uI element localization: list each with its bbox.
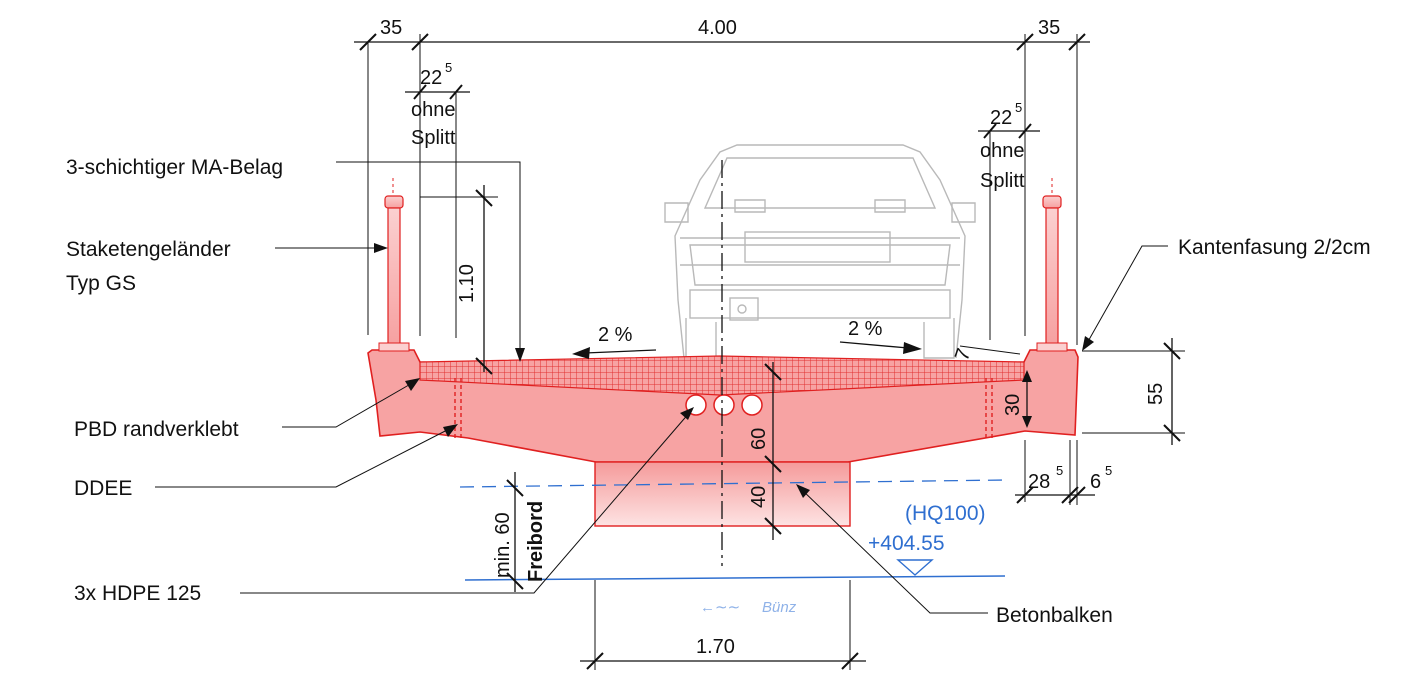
dim-deck-depth: 55: [1145, 383, 1167, 405]
label-ddee: DDEE: [74, 477, 132, 500]
slope-left: 2 %: [598, 324, 633, 346]
freeboard-label: Freibord: [525, 501, 547, 582]
setback-left-dimension: [405, 84, 470, 338]
label-gelaender-line1: Staketengeländer: [66, 238, 231, 261]
dim-cap-width: 28: [1028, 471, 1050, 493]
dim-edge-width: 6: [1090, 471, 1101, 493]
callout-leaders: [155, 161, 1168, 614]
label-betonbalken: Betonbalken: [996, 604, 1113, 627]
label-hdpe: 3x HDPE 125: [74, 582, 201, 605]
setback-right-dimension: [978, 123, 1040, 340]
note-ohne-right: ohne: [980, 140, 1025, 162]
note-ohne-left: ohne: [411, 99, 456, 121]
dim-setback-right-sup: 5: [1015, 100, 1022, 115]
dim-edge-width-sup: 5: [1105, 463, 1112, 478]
river-flow-arrow: ←∼∼: [700, 599, 740, 616]
cantilever-depth-dimension: [1022, 370, 1032, 428]
note-splitt-left: Splitt: [411, 127, 456, 149]
label-kantenfasung: Kantenfasung 2/2cm: [1178, 236, 1371, 259]
dim-web-depth: 60: [748, 428, 770, 450]
label-pbd: PBD randverklebt: [74, 418, 239, 441]
railing-height-dimension: [420, 185, 498, 375]
dim-beam-width: 1.70: [696, 636, 735, 658]
river-name: Bünz: [762, 599, 797, 616]
dim-right-edge: 35: [1038, 17, 1060, 39]
car-outline: [664, 144, 976, 359]
label-belag: 3-schichtiger MA-Belag: [66, 156, 283, 179]
slope-arrows: [572, 341, 922, 359]
dim-left-edge: 35: [380, 17, 402, 39]
railing-post-right: [1036, 178, 1068, 352]
deck-depth-dimension: [1082, 338, 1185, 445]
freeboard-dimension: [506, 472, 524, 592]
pavement-leader: [959, 345, 1021, 355]
railing-post-left: [378, 178, 410, 352]
dim-width: 4.00: [698, 17, 737, 39]
girder-depth-dimension: [764, 362, 782, 540]
dim-beam-depth: 40: [748, 486, 770, 508]
dim-setback-right: 22: [990, 107, 1012, 129]
freeboard-min: min. 60: [492, 512, 514, 578]
top-dimension-chain: [354, 33, 1090, 345]
dim-cap-width-sup: 5: [1056, 463, 1063, 478]
dim-railing-height: 1.10: [456, 264, 478, 303]
edge-width-dimension: [1015, 440, 1095, 505]
slope-right: 2 %: [848, 318, 883, 340]
dim-setback-left: 22: [420, 67, 442, 89]
note-splitt-right: Splitt: [980, 170, 1025, 192]
beam-width-dimension: [580, 580, 866, 670]
hq-level: +404.55: [868, 532, 945, 555]
deck-cross-section: [367, 349, 1079, 527]
hq-label: (HQ100): [905, 502, 986, 525]
label-gelaender-line2: Typ GS: [66, 272, 136, 295]
water-levels: [459, 479, 1006, 581]
dim-cantilever-depth: 30: [1002, 394, 1024, 416]
dim-setback-left-sup: 5: [445, 60, 452, 75]
